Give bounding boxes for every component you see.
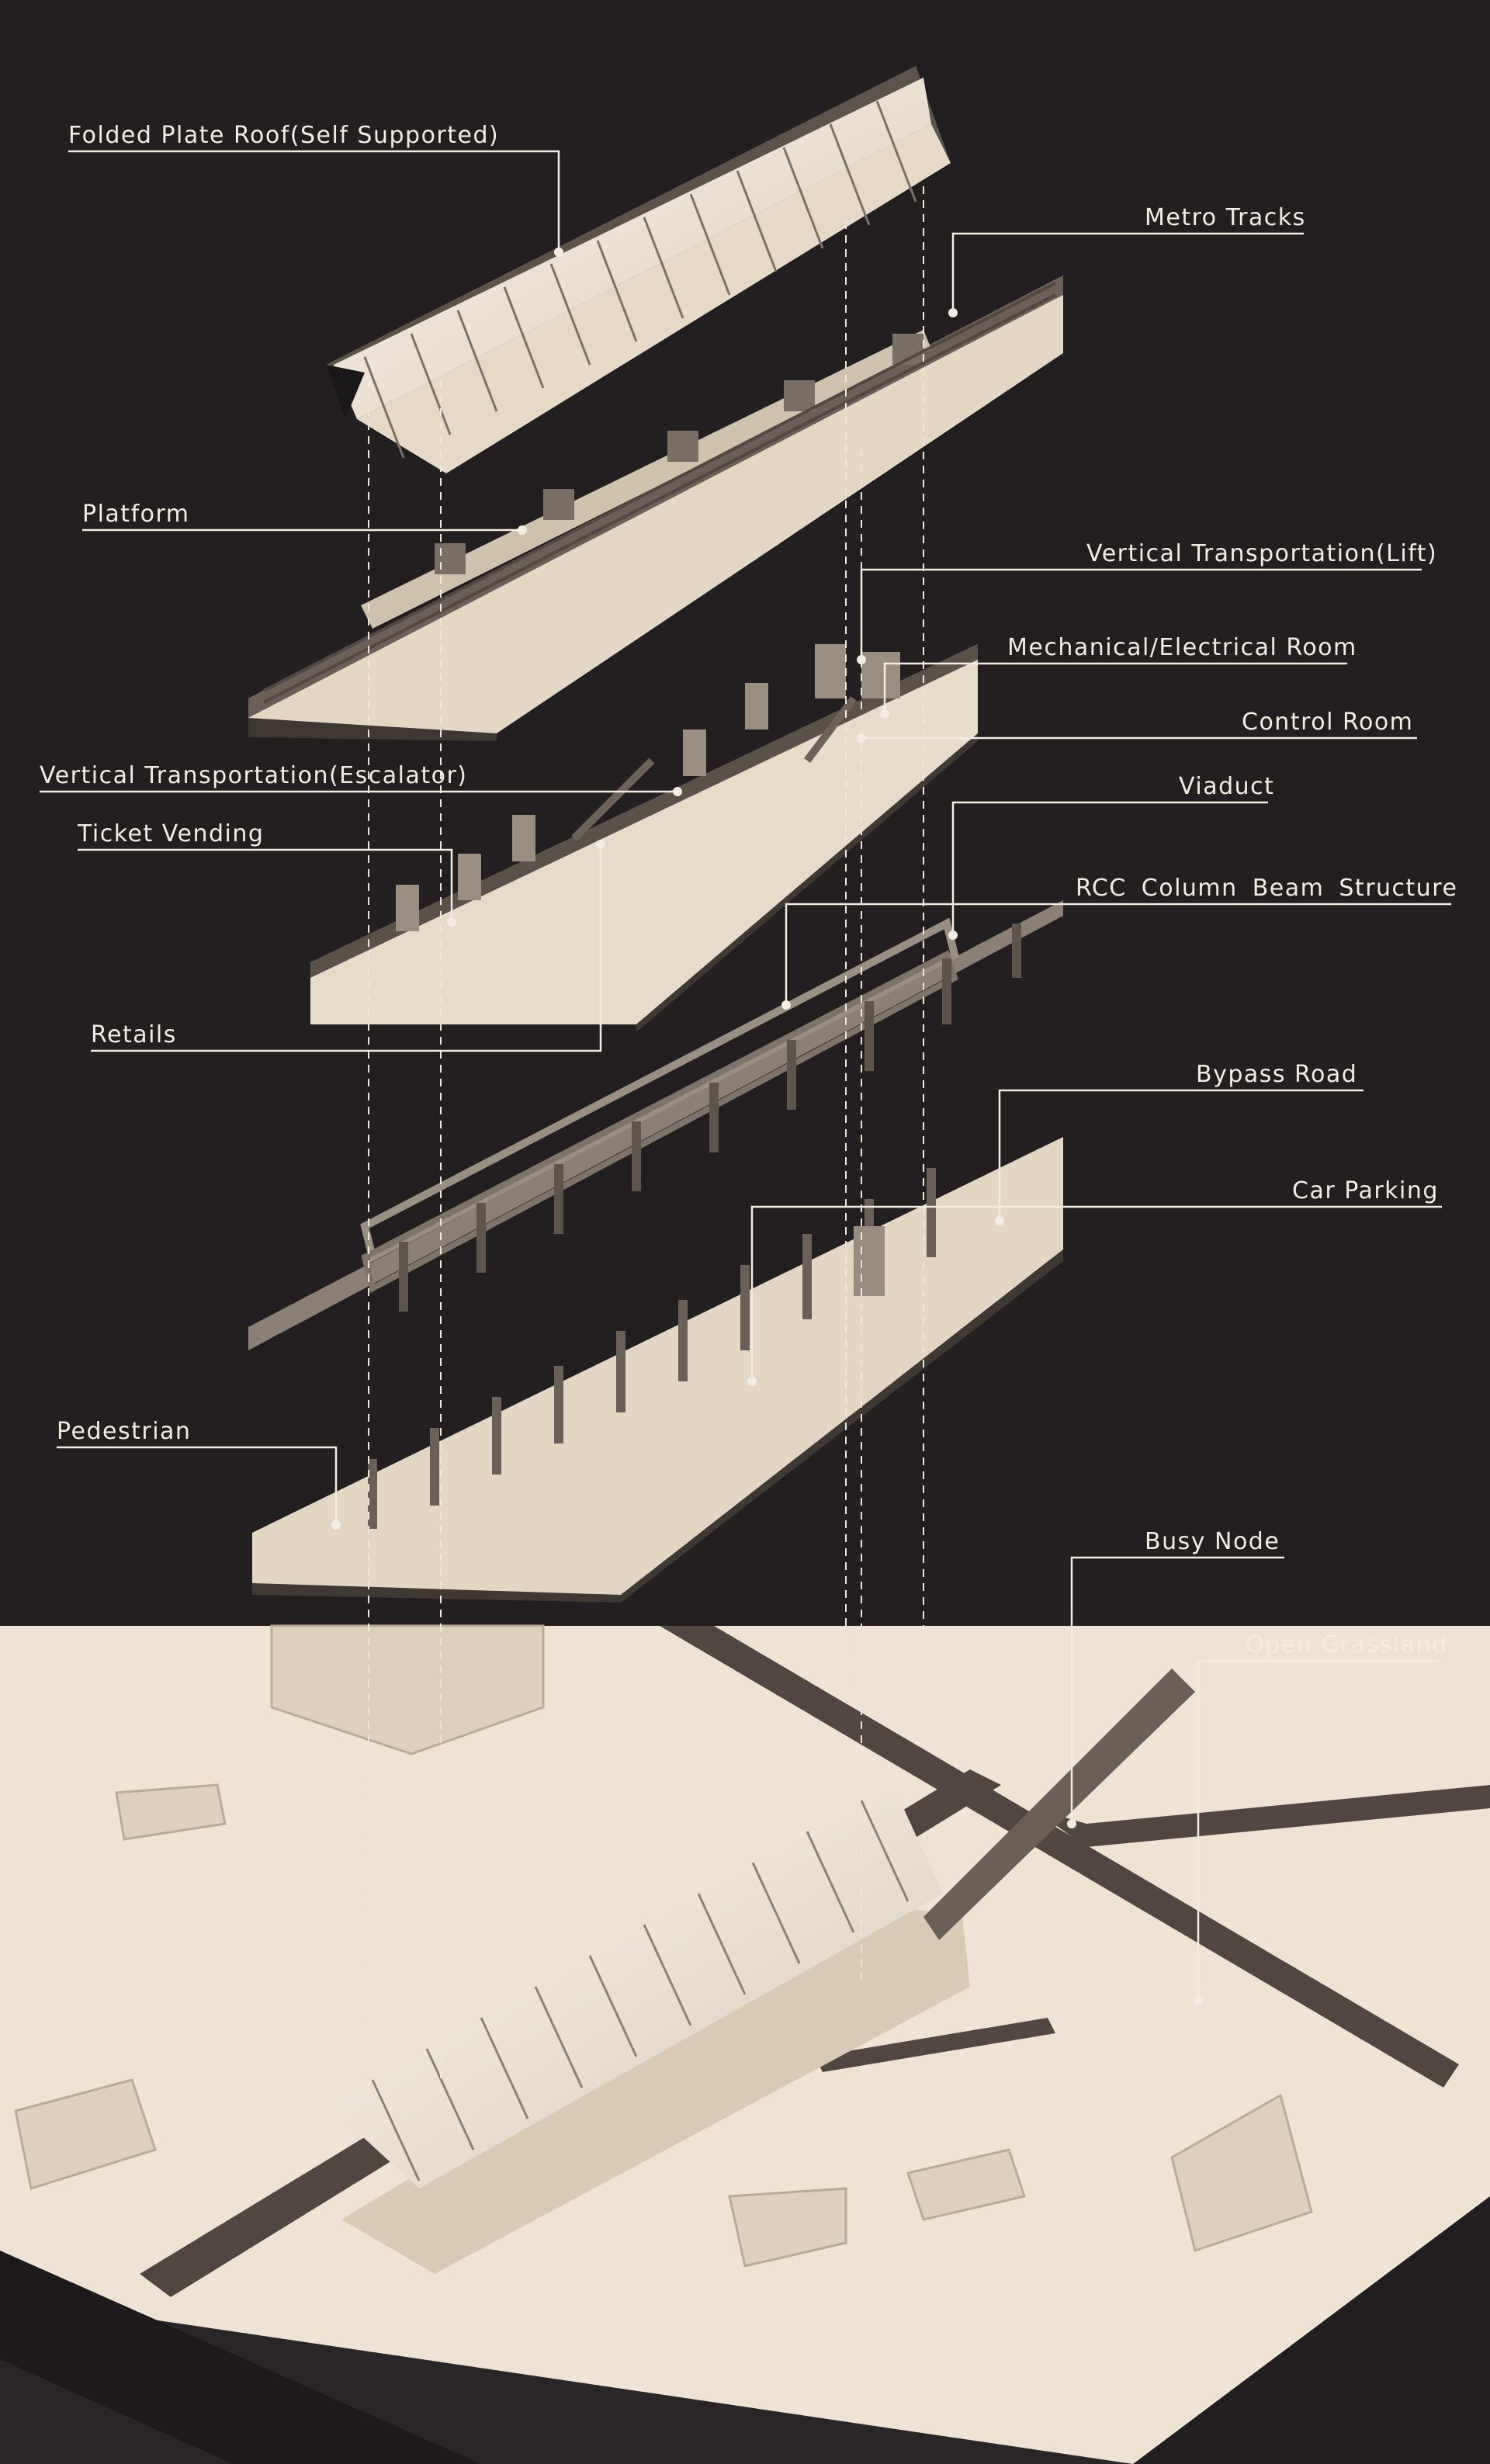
label-car-parking: Car Parking: [1292, 1177, 1439, 1204]
site-roof-model: [326, 1793, 943, 2188]
site-model: [0, 1624, 1490, 2464]
label-open-grassland: Open Grassland: [1246, 1631, 1448, 1658]
alignment-dashed-lines: [368, 186, 924, 2111]
label-vertical-lift: Vertical Transportation(Lift): [1086, 540, 1438, 567]
label-busy-node: Busy Node: [1145, 1528, 1280, 1555]
label-vertical-escalator: Vertical Transportation(Escalator): [40, 762, 468, 789]
concourse-model: [310, 644, 978, 1032]
ground-parking-model: [252, 1137, 1063, 1603]
label-bypass-road: Bypass Road: [1196, 1061, 1358, 1088]
label-metro-tracks: Metro Tracks: [1145, 204, 1306, 231]
label-viaduct: Viaduct: [1179, 773, 1275, 800]
label-retails: Retails: [91, 1021, 177, 1048]
label-pedestrian: Pedestrian: [57, 1418, 192, 1445]
label-rcc-column-beam-structure: RCC Column Beam Structure: [1076, 875, 1458, 902]
label-ticket-vending: Ticket Vending: [78, 820, 265, 847]
leader-dots: [331, 248, 1203, 2005]
label-mechanical-electrical-room: Mechanical/Electrical Room: [1007, 634, 1357, 661]
platform-tracks-model: [248, 276, 1063, 741]
label-platform: Platform: [82, 501, 190, 528]
label-control-room: Control Room: [1242, 709, 1414, 736]
rcc-viaduct-model: [248, 900, 1063, 1350]
folded-plate-roof-model: [326, 66, 951, 473]
leader-lines: [40, 150, 1451, 2001]
label-folded-plate-roof: Folded Plate Roof(Self Supported): [68, 122, 500, 149]
